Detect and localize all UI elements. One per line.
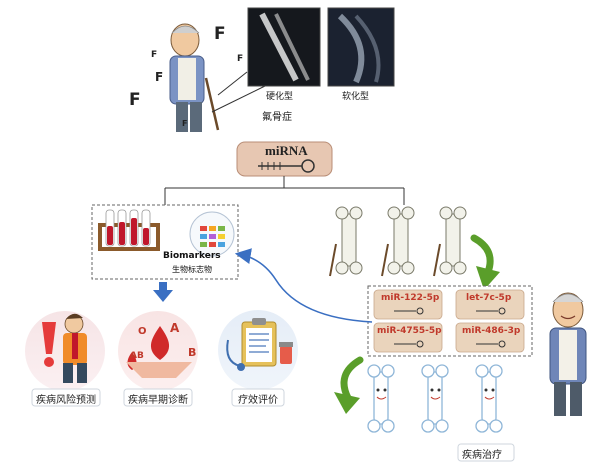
blood-type-ab: AB [130,351,144,361]
connector-tree [164,176,405,205]
test-tube-rack-icon [98,209,160,251]
mirna-hairpin-icon [258,159,315,173]
fluoride-mark: F [129,90,141,110]
green-arrow-left [334,356,364,414]
happy-bone-smiles [376,396,495,400]
treatment-label: 疾病治疗 [462,450,502,461]
exclamation-icon [42,322,56,367]
blood-type-b: B [188,346,197,359]
risk-person-icon [63,313,87,383]
sad-bone-3 [433,206,467,277]
blue-down-arrow [153,282,173,302]
happy-bone-faces [376,388,495,392]
mirna-pill-hairpins [394,307,506,348]
early-diagnosis-label: 疾病早期诊断 [128,395,188,406]
efficacy-evaluation-label: 疗效评价 [238,395,278,406]
xray-hard-label: 硬化型 [266,92,294,102]
green-arrow-right [470,234,500,290]
fluoride-mark: F [237,54,244,64]
mirna-item: let-7c-5p [466,293,512,303]
fluoride-mark: F [182,119,188,128]
treatment-pill [457,443,515,462]
happy-bone-3 [475,364,503,433]
xray-hard-image [247,7,321,87]
fluoride-mark: F [214,24,226,44]
mirna-item: miR-4755-5p [377,326,442,336]
happy-bone-2 [421,364,449,433]
blood-type-o: O [138,326,147,337]
clipboard-icon [241,318,277,367]
stethoscope-icon [226,339,245,371]
mirna-box-label: miRNA [265,143,308,158]
biomarkers-cn-label: 生物标志物 [172,265,212,274]
mirna-item: miR-486-3p [462,326,521,336]
pill-bottle-icon [279,342,293,364]
xray-soft-image [327,7,395,87]
old-man-figure [169,23,220,132]
fluoride-mark: F [151,50,158,60]
cell-array-icon [189,211,235,257]
biomarkers-en-label: Biomarkers [163,251,221,261]
fluoride-mark: F [155,70,164,84]
risk-prediction-label: 疾病风险预测 [36,395,96,406]
xray-soft-label: 软化型 [342,92,370,102]
blood-drop-icon [126,326,192,378]
pointer-line-upper [217,71,248,96]
mirna-item: miR-122-5p [381,293,440,303]
disease-label: 氟骨症 [262,112,292,123]
efficacy-evaluation-pill [231,388,285,407]
mirna-pill-shapes [373,289,525,353]
sad-bones-group [329,206,467,277]
early-diagnosis-pill [123,388,193,407]
blood-type-a: A [170,321,180,335]
happy-old-man-figure [549,292,587,416]
pointer-line-lower [211,85,266,113]
sad-bone-2 [381,206,415,277]
risk-prediction-pill [31,388,101,407]
blue-curved-arrow [234,248,373,323]
happy-bones-group [367,364,503,433]
happy-bone-1 [367,364,395,433]
sad-bone-1 [329,206,363,277]
